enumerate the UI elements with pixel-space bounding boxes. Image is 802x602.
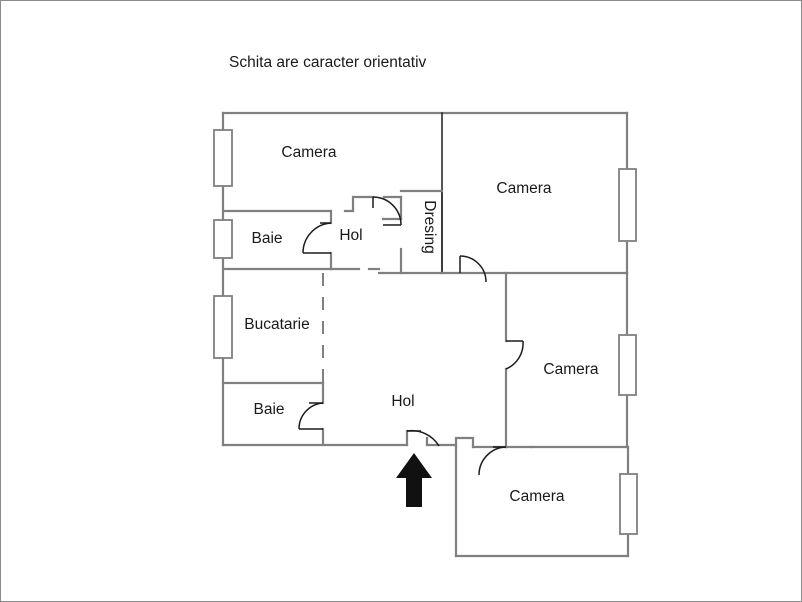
door-arc-camera-mid (505, 340, 524, 370)
room-label-camera-top-right: Camera (496, 180, 552, 197)
room-label-baie-lower: Baie (253, 401, 284, 418)
room-label-hol-lower: Hol (391, 393, 414, 410)
room-label-group: Camera Camera Baie Hol Dresing Bucatarie… (244, 144, 599, 505)
window-right-top (618, 168, 637, 242)
main-entrance-arrow (396, 453, 432, 507)
room-label-camera-bottom: Camera (509, 488, 565, 505)
room-label-bucatarie: Bucatarie (244, 316, 309, 333)
wall-entry-notch (454, 436, 475, 449)
room-label-camera-mid-right: Camera (543, 361, 599, 378)
room-label-hol-upper: Hol (339, 227, 362, 244)
window-right-middle (618, 334, 637, 396)
window-left-3 (213, 295, 233, 359)
door-arc-baie-upper (302, 222, 332, 254)
wall-hol-door-jamb-left (343, 195, 375, 213)
window-left-1 (213, 129, 233, 187)
door-arc-camera-top (372, 196, 402, 226)
door-arc-baie-lower (298, 402, 324, 430)
wall-group-interior (221, 112, 629, 449)
room-label-dresing: Dresing (421, 200, 438, 253)
door-arc-camera-bottom (478, 446, 507, 476)
room-label-camera-top-left: Camera (281, 144, 337, 161)
window-left-2 (213, 219, 233, 259)
door-arc-camera-topright (459, 255, 487, 283)
window-group (213, 129, 638, 535)
room-label-baie-upper: Baie (251, 230, 282, 247)
door-arc-entrance (406, 429, 440, 447)
plan-title-note: Schita are caracter orientativ (229, 54, 427, 71)
wall-group-outer (221, 111, 630, 558)
window-right-bottom (619, 473, 638, 535)
door-group (298, 196, 524, 476)
